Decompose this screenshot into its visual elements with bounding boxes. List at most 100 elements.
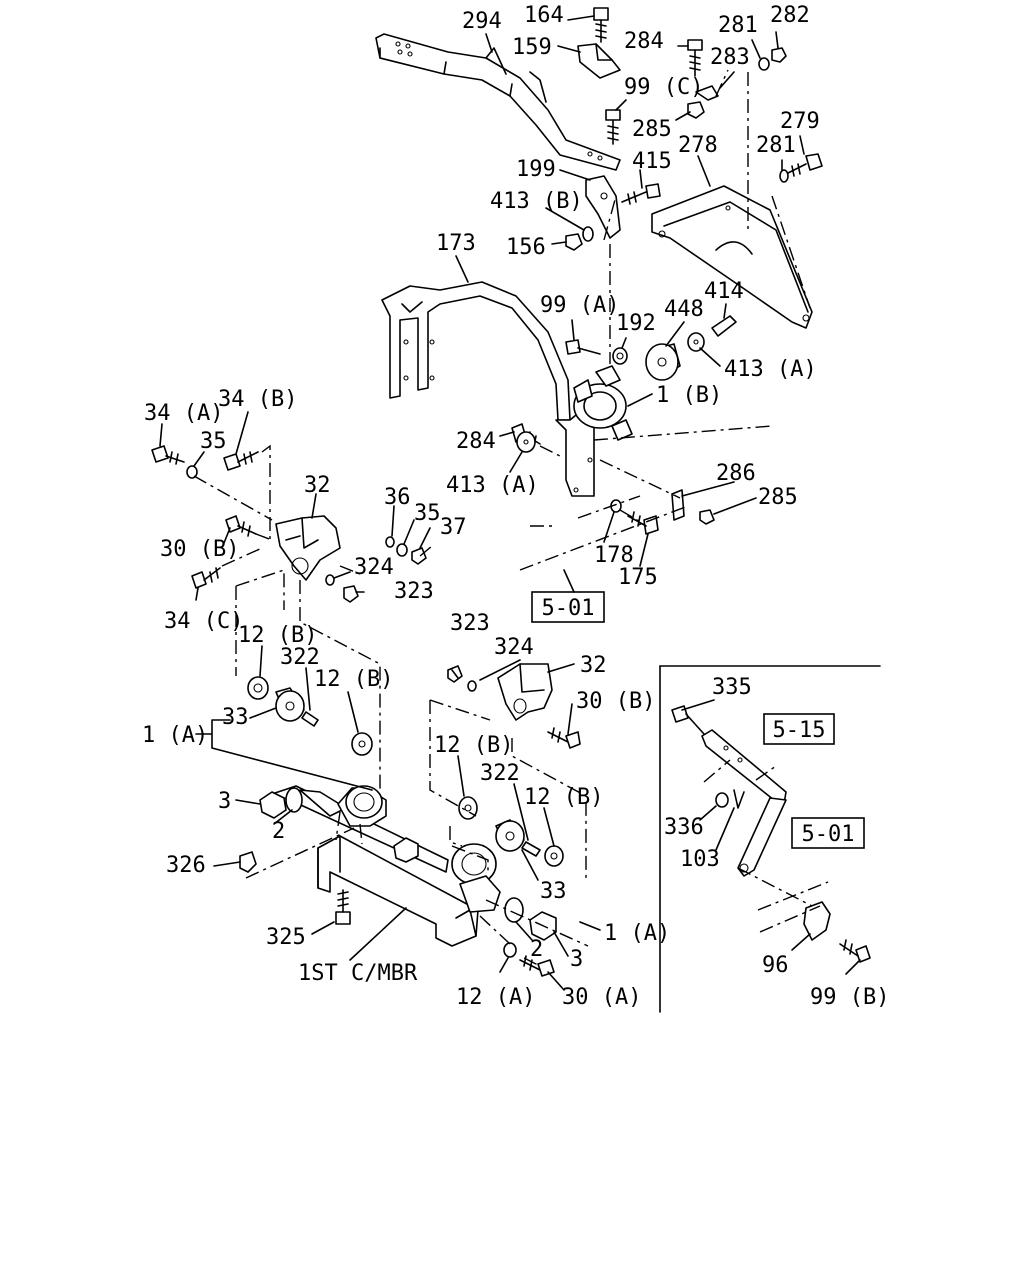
bolt-279	[785, 153, 823, 177]
bolt-30b-right	[547, 727, 581, 749]
mount-1b	[573, 365, 633, 441]
nut-285-top	[687, 101, 705, 119]
label-32-right: 32	[580, 653, 607, 678]
label-34a: 34 (A)	[144, 401, 223, 426]
label-2-right: 2	[530, 937, 543, 962]
bolt-99b	[839, 939, 871, 963]
label-322-left: 322	[280, 645, 320, 670]
label-175: 175	[618, 565, 658, 590]
cushion-33-left	[275, 687, 305, 722]
label-324-right: 324	[494, 635, 534, 660]
washer-12a	[503, 942, 517, 958]
washer-2-left	[285, 787, 303, 813]
washer-192	[612, 347, 628, 365]
mount-1a-right	[451, 843, 501, 913]
label-178: 178	[594, 543, 634, 568]
label-35-right: 35	[414, 501, 441, 526]
plate-283	[695, 85, 719, 101]
leader-lines-lower	[245, 699, 589, 967]
label-413a-mid: 413 (A)	[446, 473, 539, 498]
leader-lines-upper	[519, 69, 811, 571]
label-279: 279	[780, 109, 820, 134]
label-448: 448	[664, 297, 704, 322]
bracket-32-right	[497, 663, 553, 721]
label-283: 283	[710, 45, 750, 70]
cushion-33-right	[495, 819, 525, 852]
washer-12b-lower-right	[544, 845, 564, 867]
leader-lines-left	[193, 444, 433, 790]
label-336: 336	[664, 815, 704, 840]
bolt-99c	[605, 109, 621, 145]
label-325: 325	[266, 925, 306, 950]
label-335: 335	[712, 675, 752, 700]
label-324-left: 324	[354, 555, 394, 580]
bolt-30b-left	[225, 515, 257, 537]
washer-413a-mid	[516, 431, 536, 453]
label-1b: 1 (B)	[656, 383, 722, 408]
bolt-284-top	[687, 39, 703, 77]
label-286: 286	[716, 461, 756, 486]
label-199: 199	[516, 157, 556, 182]
washer-281-right	[779, 169, 789, 183]
bolt-325	[335, 889, 351, 925]
label-30b-left: 30 (B)	[160, 537, 239, 562]
label-36: 36	[384, 485, 411, 510]
callout-labels: 294 164 159 284 281 282 283 99 (C) 285 2…	[142, 3, 889, 1010]
bolt-164	[593, 7, 609, 43]
nut-323-left	[343, 585, 359, 603]
washer-35-right	[396, 543, 408, 557]
nut-326	[239, 851, 257, 873]
label-281-mid: 281	[756, 133, 796, 158]
washer-324-left	[325, 574, 335, 586]
label-12a: 12 (A)	[456, 985, 535, 1010]
bracket-199	[585, 175, 621, 239]
nut-3-left	[259, 791, 287, 819]
cross-member-1st	[317, 835, 479, 947]
label-415: 415	[632, 149, 672, 174]
label-322-right: 322	[480, 761, 520, 786]
label-414: 414	[704, 279, 744, 304]
label-33-right: 33	[540, 879, 567, 904]
pin-322-right	[521, 841, 541, 857]
label-96: 96	[762, 953, 789, 978]
bolt-34a	[151, 445, 185, 465]
ref-box-5-01-main[interactable]: 5-01	[531, 591, 605, 623]
washer-324-right	[467, 680, 477, 692]
label-12b-1: 12 (B)	[238, 623, 317, 648]
bracket-96	[803, 901, 831, 941]
washer-413b	[582, 226, 594, 242]
nut-mid	[393, 837, 419, 863]
cover-278	[651, 185, 813, 329]
bracket-32-left	[275, 515, 341, 581]
label-284-top: 284	[624, 29, 664, 54]
label-159: 159	[512, 35, 552, 60]
label-99c: 99 (C)	[624, 75, 703, 100]
label-99a: 99 (A)	[540, 293, 619, 318]
nut-285-mid	[699, 509, 715, 525]
label-1a-right: 1 (A)	[604, 921, 670, 946]
ref-box-5-15[interactable]: 5-15	[763, 713, 835, 745]
bracket-159	[577, 43, 621, 79]
label-281-top: 281	[718, 13, 758, 38]
nut-37	[411, 547, 427, 565]
bolt-99a	[565, 339, 601, 355]
ref-box-5-01-inset[interactable]: 5-01	[791, 817, 865, 849]
label-leaders	[159, 15, 861, 991]
washer-12b-upper-left	[247, 676, 269, 700]
ref-5-01-main-label: 5-01	[542, 596, 595, 621]
label-3-right: 3	[570, 947, 583, 972]
label-285-top: 285	[632, 117, 672, 142]
label-323-right: 323	[450, 611, 490, 636]
label-35-left: 35	[200, 429, 227, 454]
bracket-173	[381, 281, 595, 497]
lever-335	[671, 705, 787, 877]
bolt-415	[621, 183, 661, 205]
label-1a-left: 1 (A)	[142, 723, 208, 748]
label-12b-3: 12 (B)	[434, 733, 513, 758]
label-33-left: 33	[222, 705, 249, 730]
bolt-34b	[223, 451, 259, 471]
nut-282	[771, 47, 787, 63]
label-192: 192	[616, 311, 656, 336]
washer-281	[758, 57, 770, 71]
label-12b-2: 12 (B)	[314, 667, 393, 692]
